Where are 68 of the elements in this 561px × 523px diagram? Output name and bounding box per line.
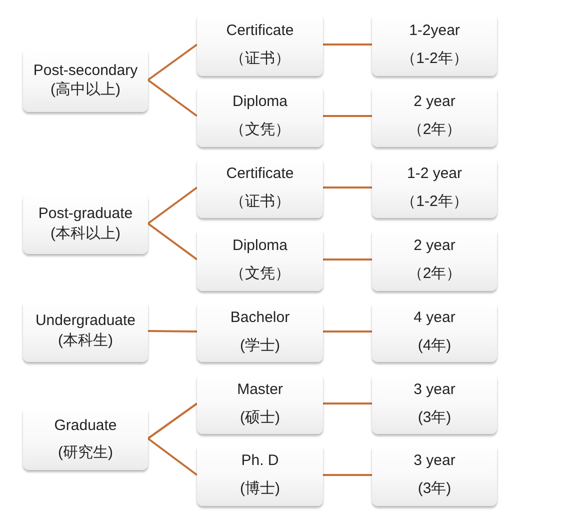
label-text: Diploma (232, 236, 288, 256)
translation-text: （证书） (230, 48, 290, 68)
translation-text: (博士) (240, 479, 280, 499)
duration-box (372, 444, 497, 506)
translation-text: (3年) (418, 408, 452, 428)
label-text: Diploma (232, 92, 288, 112)
credential-box (197, 444, 323, 506)
translation-text: （2年） (408, 264, 462, 284)
translation-text: (4年) (418, 336, 452, 356)
translation-text: （文凭） (230, 120, 290, 140)
duration-box (372, 301, 497, 362)
label-text: Post-graduate (38, 204, 133, 224)
label-text: 3 year (414, 451, 456, 471)
category-box (23, 193, 148, 254)
category-box (23, 407, 148, 470)
translation-text: (本科生) (58, 331, 113, 351)
label-text: Certificate (226, 20, 294, 40)
translation-text: (学士) (240, 336, 280, 356)
translation-text: （1-2年） (401, 48, 468, 68)
label-text: 3 year (414, 380, 456, 400)
connector-line (323, 402, 372, 404)
label-text: 2 year (414, 92, 456, 112)
translation-text: (3年) (418, 479, 452, 499)
label-text: Graduate (54, 416, 117, 436)
duration-box (372, 228, 497, 291)
connector-line (147, 402, 198, 440)
label-text: Post-secondary (33, 61, 138, 80)
translation-text: (研究生) (58, 442, 113, 462)
credential-box (197, 301, 323, 362)
label-text: Ph. D (241, 451, 279, 471)
credential-box (197, 157, 323, 218)
label-text: Bachelor (230, 308, 290, 328)
connector-line (147, 44, 198, 81)
label-text: Master (237, 380, 283, 400)
label-text: Certificate (226, 164, 294, 184)
label-text: Undergraduate (35, 311, 136, 331)
connector-line (323, 44, 372, 46)
credential-box (197, 85, 323, 147)
connector-line (323, 474, 372, 476)
connector-line (147, 79, 198, 117)
connector-line (147, 438, 198, 476)
duration-box (372, 373, 497, 434)
credential-box (197, 13, 323, 76)
connector-line (148, 330, 198, 332)
connector-line (323, 330, 372, 332)
category-box (23, 48, 148, 112)
duration-box (372, 157, 497, 218)
category-box (23, 300, 148, 362)
credential-box (197, 373, 323, 434)
connector-line (323, 186, 372, 188)
connector-line (323, 115, 372, 117)
translation-text: （证书） (230, 192, 290, 212)
connector-line (323, 258, 372, 260)
translation-text: (高中以上) (50, 80, 120, 99)
translation-text: （2年） (408, 120, 462, 140)
translation-text: (本科以上) (50, 224, 120, 244)
translation-text: （1-2年） (401, 192, 468, 212)
duration-box (372, 13, 497, 76)
connector-line (147, 186, 198, 224)
label-text: 4 year (414, 308, 456, 328)
credential-box (197, 228, 323, 291)
translation-text: (硕士) (240, 408, 280, 428)
connector-line (147, 222, 198, 260)
duration-box (372, 85, 497, 147)
label-text: 1-2year (409, 20, 460, 40)
translation-text: （文凭） (230, 264, 290, 284)
label-text: 2 year (414, 236, 456, 256)
label-text: 1-2 year (406, 164, 462, 184)
